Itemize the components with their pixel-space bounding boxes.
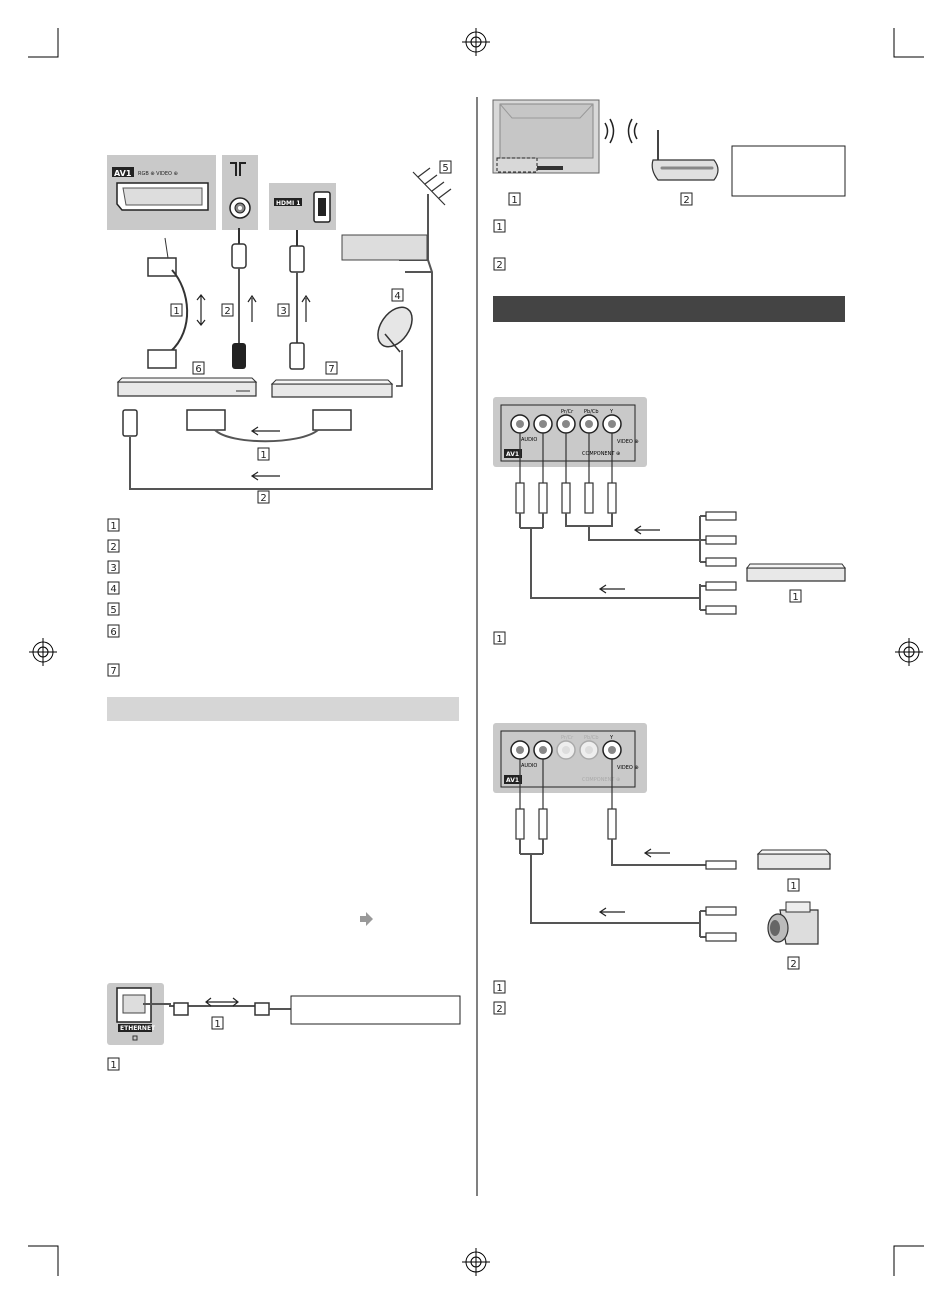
svg-text:1: 1: [496, 222, 502, 233]
component-legend-box: [493, 631, 506, 645]
svg-text:VIDEO ⊕: VIDEO ⊕: [617, 439, 639, 445]
svg-text:AUDIO: AUDIO: [521, 763, 537, 769]
svg-text:COMPONENT ⊕: COMPONENT ⊕: [582, 777, 620, 783]
composite-legend: 1 2: [493, 980, 506, 1015]
section-header-bar-left: [107, 697, 459, 721]
svg-text:5: 5: [442, 163, 448, 174]
svg-text:3: 3: [110, 563, 116, 574]
scart-av1-label: AV1: [114, 169, 132, 178]
ethernet-diagram: ETHERNET 1: [107, 983, 461, 1045]
svg-text:AUDIO: AUDIO: [521, 437, 537, 443]
svg-text:Y: Y: [609, 409, 614, 415]
left-legend-boxes: [107, 518, 120, 677]
component-diagram: Pr/Cr Pb/Cb Y AUDIO COMPONENT ⊕ VIDEO ⊕ …: [493, 397, 846, 615]
svg-text:1: 1: [496, 983, 502, 994]
left-diagram-number-text: 1 2 3 4 5 6 7 1 2: [173, 163, 448, 504]
reference-arrow-icon: [360, 912, 373, 926]
scart-sub-label: RGB ⊕ VIDEO ⊕: [138, 171, 178, 177]
composite-diagram: Pr/Cr Pb/Cb Y AUDIO COMPONENT ⊕ VIDEO ⊕ …: [493, 723, 832, 970]
svg-text:1: 1: [173, 306, 179, 317]
svg-text:Pr/Cr: Pr/Cr: [561, 735, 574, 741]
svg-text:1: 1: [511, 195, 517, 206]
svg-text:1: 1: [110, 1060, 116, 1071]
svg-text:VIDEO ⊕: VIDEO ⊕: [617, 765, 639, 771]
svg-text:Y: Y: [609, 735, 614, 741]
svg-text:1: 1: [214, 1019, 220, 1030]
svg-text:Pr/Cr: Pr/Cr: [561, 409, 574, 415]
section-header-bar-right: [493, 296, 845, 322]
svg-text:6: 6: [195, 364, 201, 375]
registration-mark-left: [29, 638, 57, 666]
svg-text:2: 2: [683, 195, 689, 206]
svg-text:2: 2: [496, 1004, 502, 1015]
svg-text:1: 1: [496, 634, 502, 645]
svg-text:2: 2: [790, 959, 796, 970]
ethernet-legend-box: [107, 1057, 120, 1071]
svg-text:2: 2: [260, 493, 266, 504]
left-diagram-number-boxes: [170, 160, 452, 504]
svg-text:AV1: AV1: [506, 777, 519, 784]
svg-text:COMPONENT ⊕: COMPONENT ⊕: [582, 451, 620, 457]
registration-mark-top: [462, 28, 490, 56]
svg-text:6: 6: [110, 627, 116, 638]
registration-mark-bottom: [462, 1248, 490, 1276]
scart-hdmi-diagram: AV1 RGB ⊕ VIDEO ⊕ HDMI 1: [107, 155, 452, 490]
svg-text:7: 7: [110, 666, 116, 677]
ethernet-label: ETHERNET: [120, 1025, 156, 1032]
hdmi-label: HDMI 1: [276, 200, 300, 207]
svg-text:1: 1: [792, 592, 798, 603]
registration-mark-right: [895, 638, 923, 666]
svg-text:Pb/Cb: Pb/Cb: [584, 409, 599, 415]
svg-text:1: 1: [110, 521, 116, 532]
svg-text:4: 4: [110, 584, 116, 595]
left-legend-numbers: 1 2 3 4 5 6 7: [110, 521, 116, 677]
svg-text:2: 2: [110, 542, 116, 553]
svg-text:4: 4: [394, 291, 400, 302]
svg-text:1: 1: [790, 881, 796, 892]
wireless-diagram: 1 2: [492, 99, 846, 206]
svg-text:2: 2: [224, 306, 230, 317]
svg-text:7: 7: [328, 364, 334, 375]
svg-text:3: 3: [280, 306, 286, 317]
wireless-legend: 1 2: [493, 219, 506, 271]
svg-text:Pb/Cb: Pb/Cb: [584, 735, 599, 741]
svg-text:5: 5: [110, 605, 116, 616]
svg-text:1: 1: [260, 450, 266, 461]
svg-text:2: 2: [496, 260, 502, 271]
svg-text:AV1: AV1: [506, 451, 519, 458]
crop-marks: [28, 28, 924, 1276]
